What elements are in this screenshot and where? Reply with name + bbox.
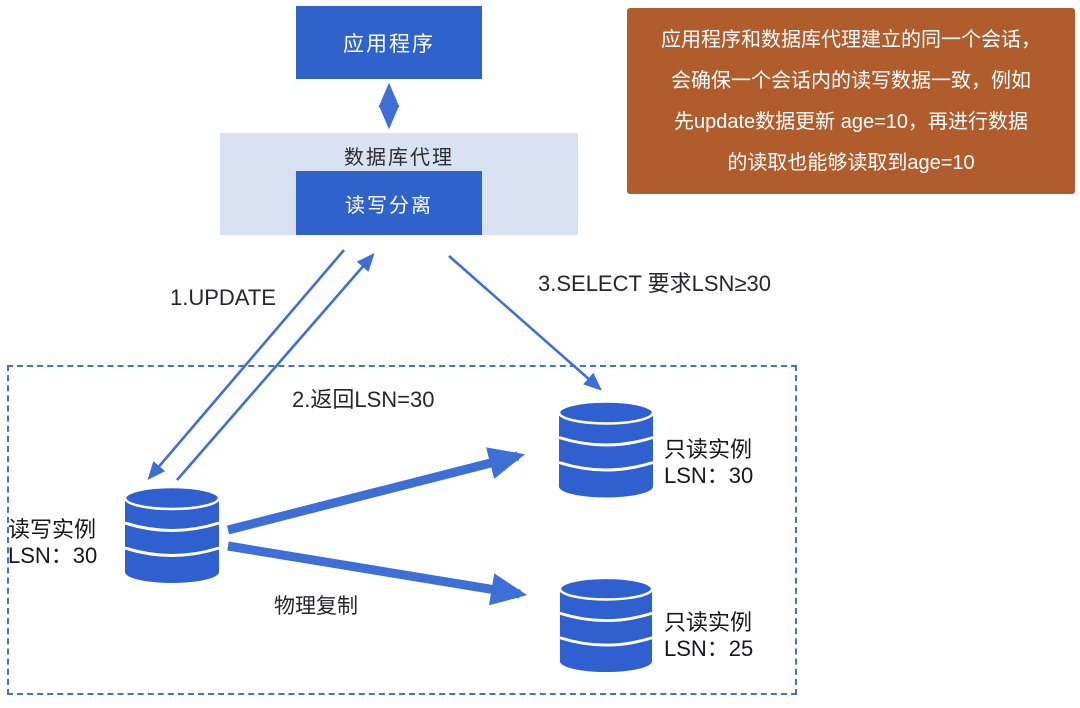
database-proxy-label: 数据库代理	[344, 147, 454, 169]
note-line-3: 先update数据更新 age=10，再进行数据	[673, 111, 1029, 133]
rw-instance-cylinder-icon	[123, 485, 221, 583]
application-box: 应用程序	[296, 6, 482, 79]
select-arrow-label: 3.SELECT 要求LSN≥30	[538, 271, 771, 296]
update-arrow-label: 1.UPDATE	[170, 285, 276, 310]
ro-instance-top-name: 只读实例	[664, 437, 753, 462]
note-line-2: 会确保一个会话内的读写数据一致，例如	[671, 70, 1031, 92]
ro-instance-top-lsn: LSN：30	[664, 463, 754, 488]
ro-instance-bottom-cylinder-icon	[558, 576, 654, 673]
session-note-box: 应用程序和数据库代理建立的同一个会话， 会确保一个会话内的读写数据一致，例如 先…	[627, 8, 1075, 194]
return-arrow-label: 2.返回LSN=30	[292, 387, 435, 412]
ro-instance-top-label: 只读实例 LSN：30	[664, 437, 753, 489]
ro-instance-bottom-lsn: LSN：25	[664, 636, 754, 661]
rw-instance-name: 读写实例	[8, 517, 97, 542]
instances-dashed-region	[7, 365, 797, 695]
ro-instance-bottom-label: 只读实例 LSN：25	[664, 610, 753, 662]
note-line-1: 应用程序和数据库代理建立的同一个会话，	[661, 29, 1041, 51]
rw-split-box: 读写分离	[296, 171, 482, 235]
replication-label: 物理复制	[274, 595, 358, 618]
rw-instance-lsn: LSN：30	[8, 543, 98, 568]
rw-split-box-label: 读写分离	[345, 194, 433, 217]
rw-instance-label: 读写实例 LSN：30	[8, 517, 97, 569]
application-box-label: 应用程序	[343, 32, 435, 56]
ro-instance-bottom-name: 只读实例	[664, 610, 753, 635]
note-line-4: 的读取也能够读取到age=10	[727, 152, 975, 174]
ro-instance-top-cylinder-icon	[557, 400, 655, 498]
